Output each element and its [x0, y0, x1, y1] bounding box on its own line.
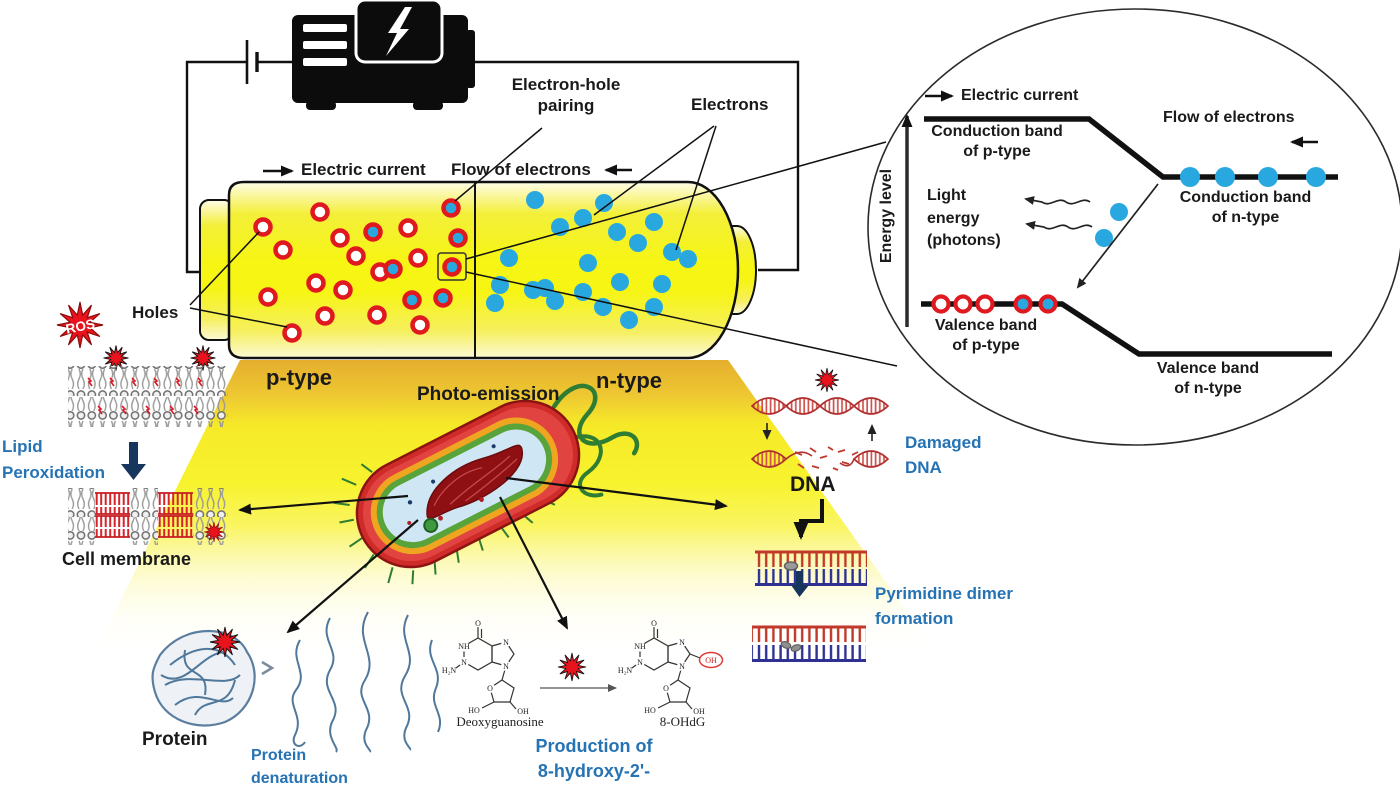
pyrimidine-dimer-label: Pyrimidine dimer formation — [875, 584, 1013, 628]
svg-text:N: N — [461, 658, 467, 667]
falling-electrons — [1095, 203, 1128, 247]
band-diagram-group — [901, 90, 1338, 357]
conduction-band-line — [924, 116, 1338, 180]
cytoplasm-specks — [407, 444, 496, 525]
cell-membrane-label: Cell membrane — [62, 549, 192, 569]
dna-helix-damaged — [750, 446, 890, 471]
svg-text:N: N — [679, 662, 685, 671]
electron-hole-pair-box — [437, 252, 467, 281]
photon-arrows — [1024, 196, 1093, 230]
energy-level-label: Energy level — [878, 168, 895, 264]
flagella-icon — [551, 383, 640, 498]
recombination-arrow — [1076, 183, 1159, 289]
svg-text:OH: OH — [705, 656, 717, 665]
membrane-damaged — [68, 488, 228, 545]
battery-symbol-icon — [245, 40, 259, 84]
ros-star-label: ROS — [64, 316, 96, 337]
valence-band-p-label: Valence band of p-type — [934, 317, 1038, 354]
band-electric-current-label: Electric current — [961, 87, 1079, 104]
n-type-label: n-type — [596, 368, 662, 393]
valence-band-n-label: Valence band of n-type — [1156, 360, 1260, 397]
power-supply-icon — [292, 0, 475, 110]
electron-hole-pairs-group — [363, 198, 468, 310]
magnifier-fan-lines — [465, 141, 898, 367]
dna-ladder-after — [752, 625, 866, 662]
pili-icons — [333, 463, 556, 585]
dna-elbow-arrow — [793, 499, 824, 540]
effect-arrows — [238, 476, 728, 634]
dna-ros-burst — [814, 367, 840, 393]
dna-ladder-before — [755, 550, 867, 586]
dimer-site-icon — [783, 561, 799, 571]
dna-label: DNA — [790, 473, 836, 496]
p-type-label: p-type — [266, 365, 332, 390]
conduction-band-n-label: Conduction band of n-type — [1179, 189, 1312, 226]
damaged-dna-label: Damaged DNA — [905, 433, 982, 477]
svg-text:HO: HO — [644, 706, 656, 715]
svg-text:OH: OH — [517, 707, 529, 716]
photo-emission-label: Photo-emission — [417, 384, 560, 405]
membrane-intact — [68, 344, 228, 427]
holes-group — [253, 202, 430, 343]
protein-label: Protein — [142, 729, 208, 750]
electron-hole-pairing-label: Electron-hole pairing — [511, 75, 621, 116]
svg-text:O: O — [651, 619, 657, 628]
dimer-formation-arrow — [791, 571, 809, 597]
lightning-bolt-icon — [386, 7, 412, 56]
denaturation-chevron — [261, 660, 275, 676]
svg-text:N: N — [503, 638, 509, 647]
holes-label: Holes — [132, 303, 179, 322]
deoxyguanosine-label: Deoxyguanosine — [456, 714, 544, 729]
production-8ohdg-label: Production of 8-hydroxy-2'- — [535, 736, 653, 782]
svg-text:H₂N: H₂N — [618, 666, 633, 675]
svg-text:OH: OH — [693, 707, 705, 716]
nucleoid-icon — [426, 444, 524, 520]
valence-band-holes — [931, 294, 1058, 314]
dna-helix-intact — [750, 397, 890, 415]
protein-folded-icon — [151, 629, 256, 727]
electrons-label: Electrons — [691, 95, 769, 114]
svg-text:N: N — [679, 638, 685, 647]
ohdg-structure: O NH N N N H₂N O HO OH OH — [618, 619, 724, 716]
svg-text:O: O — [663, 684, 669, 693]
svg-text:H₂N: H₂N — [442, 666, 457, 675]
svg-text:O: O — [475, 619, 481, 628]
light-energy-label: Light energy (photons) — [927, 187, 1001, 250]
conduction-band-p-label: Conduction band of p-type — [931, 123, 1063, 160]
svg-text:HO: HO — [468, 706, 480, 715]
svg-text:NH: NH — [458, 642, 470, 651]
lipid-peroxidation-arrow — [121, 442, 146, 480]
deoxyguanosine-structure: O NH N N N H₂N O HO OH — [442, 619, 529, 716]
conduction-band-electrons — [1180, 167, 1326, 187]
lipid-peroxidation-label: Lipid Peroxidation — [2, 437, 105, 482]
dimer-link-icon — [780, 641, 802, 652]
electric-current-label: Electric current — [301, 160, 426, 179]
svg-text:N: N — [637, 658, 643, 667]
svg-text:NH: NH — [634, 642, 646, 651]
protein-denaturation-label: Protein denaturation — [251, 747, 348, 787]
flow-of-electrons-label: Flow of electrons — [451, 160, 591, 179]
svg-text:O: O — [487, 684, 493, 693]
label-pointer-lines — [189, 125, 717, 328]
cylinder-body — [227, 180, 740, 360]
band-flow-electrons-label: Flow of electrons — [1163, 109, 1295, 126]
ohdg-label: 8-OHdG — [659, 714, 706, 729]
svg-text:N: N — [503, 662, 509, 671]
plasmid-icon — [423, 517, 439, 533]
protein-denatured-icon — [291, 611, 441, 753]
